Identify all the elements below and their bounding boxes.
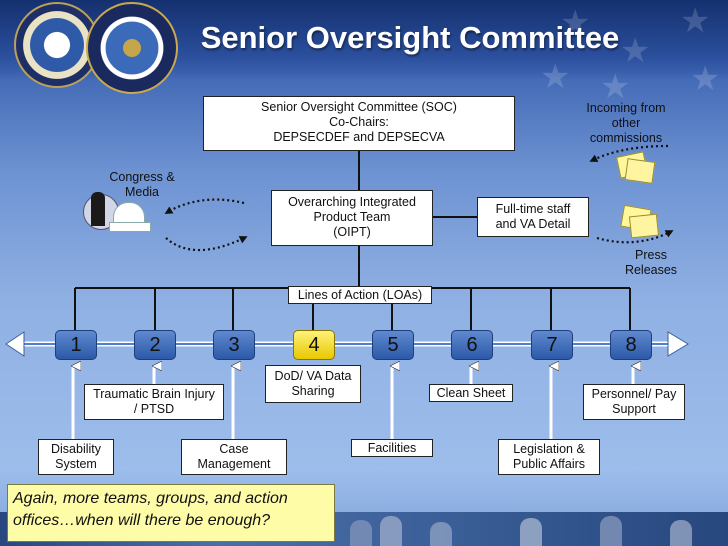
- incoming-line-3: commissions: [570, 131, 682, 146]
- loa-clean-sheet: Clean Sheet: [429, 384, 513, 402]
- loa-number-1: 1: [55, 330, 97, 360]
- oipt-line-2: Product Team: [272, 210, 432, 225]
- oipt-box: Overarching Integrated Product Team (OIP…: [271, 190, 433, 246]
- disability-line-2: System: [39, 457, 113, 472]
- soc-cochairs: DEPSECDEF and DEPSECVA: [204, 130, 514, 145]
- loa-personnel-pay-support: Personnel/ Pay Support: [583, 384, 685, 420]
- loa-legislation-public-affairs: Legislation & Public Affairs: [498, 439, 600, 475]
- callout-note: Again, more teams, groups, and action of…: [7, 484, 335, 542]
- loa-number-5: 5: [372, 330, 414, 360]
- facilities-text: Facilities: [352, 440, 432, 456]
- press-releases-label: Press Releases: [614, 248, 688, 278]
- loa-case-management: Case Management: [181, 439, 287, 475]
- incoming-line-1: Incoming from: [570, 101, 682, 116]
- congress-line-1: Congress &: [104, 170, 180, 185]
- case-mgmt-line-1: Case: [182, 442, 286, 457]
- legislation-line-2: Public Affairs: [499, 457, 599, 472]
- loa-facilities: Facilities: [351, 439, 433, 457]
- person-silhouette: [380, 516, 402, 546]
- person-silhouette: [430, 522, 452, 546]
- person-silhouette: [600, 516, 622, 546]
- tbi-line-1: Traumatic Brain Injury: [85, 387, 223, 402]
- oipt-line-1: Overarching Integrated: [272, 195, 432, 210]
- document-stack-icon: [618, 150, 654, 182]
- person-silhouette: [670, 520, 692, 546]
- oipt-line-3: (OIPT): [272, 225, 432, 240]
- legislation-line-1: Legislation &: [499, 442, 599, 457]
- disability-line-1: Disability: [39, 442, 113, 457]
- loa-number-2: 2: [134, 330, 176, 360]
- loa-number-6: 6: [451, 330, 493, 360]
- loa-number-3: 3: [213, 330, 255, 360]
- soc-title: Senior Oversight Committee (SOC): [204, 100, 514, 115]
- sharing-line-2: Sharing: [266, 384, 360, 399]
- document-stack-icon: [622, 205, 658, 239]
- clean-sheet-text: Clean Sheet: [430, 385, 512, 401]
- incoming-line-2: other: [570, 116, 682, 131]
- tbi-line-2: / PTSD: [85, 402, 223, 417]
- person-silhouette: [350, 520, 372, 546]
- sharing-line-1: DoD/ VA Data: [266, 369, 360, 384]
- staff-line-2: and VA Detail: [478, 217, 588, 232]
- loa-number-7: 7: [531, 330, 573, 360]
- staff-line-1: Full-time staff: [478, 202, 588, 217]
- press-line-2: Releases: [614, 263, 688, 278]
- personnel-line-1: Personnel/ Pay: [584, 387, 684, 402]
- incoming-label: Incoming from other commissions: [570, 101, 682, 146]
- loa-number-8: 8: [610, 330, 652, 360]
- soc-box: Senior Oversight Committee (SOC) Co-Chai…: [203, 96, 515, 151]
- loa-disability-system: Disability System: [38, 439, 114, 475]
- personnel-line-2: Support: [584, 402, 684, 417]
- staff-box: Full-time staff and VA Detail: [477, 197, 589, 237]
- loa-tbi-ptsd: Traumatic Brain Injury / PTSD: [84, 384, 224, 420]
- loa-label: Lines of Action (LOAs): [289, 287, 431, 303]
- person-silhouette: [520, 518, 542, 546]
- loa-data-sharing: DoD/ VA Data Sharing: [265, 365, 361, 403]
- capitol-icon: [83, 190, 155, 232]
- press-line-1: Press: [614, 248, 688, 263]
- loa-number-4-highlighted: 4: [293, 330, 335, 360]
- callout-line-2: offices…when will there be enough?: [13, 510, 329, 532]
- loa-label-box: Lines of Action (LOAs): [288, 286, 432, 304]
- callout-line-1: Again, more teams, groups, and action: [13, 488, 329, 510]
- case-mgmt-line-2: Management: [182, 457, 286, 472]
- soc-cochairs-label: Co-Chairs:: [204, 115, 514, 130]
